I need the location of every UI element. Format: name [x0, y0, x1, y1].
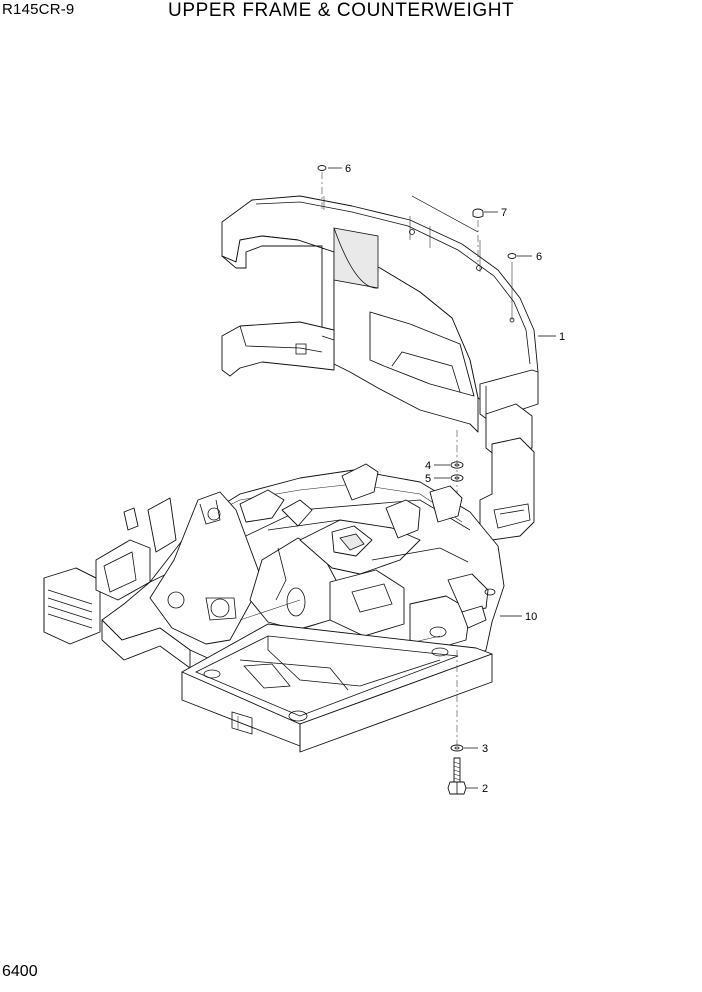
page-title: UPPER FRAME & COUNTERWEIGHT [168, 0, 515, 21]
callout-label: 7 [501, 207, 507, 219]
callout-6-right: 6 [517, 251, 542, 263]
model-code: R145CR-9 [2, 1, 75, 18]
callout-2: 2 [466, 783, 488, 795]
page-number: 6400 [2, 963, 38, 980]
callout-3: 3 [464, 743, 488, 755]
callout-label: 5 [425, 473, 431, 485]
callout-label: 10 [525, 611, 537, 623]
callout-label: 3 [482, 743, 488, 755]
front-weight-block [181, 623, 493, 753]
callout-label: 4 [425, 460, 431, 472]
callout-5: 5 [425, 473, 450, 485]
washer-part-3 [450, 744, 464, 752]
callout-label: 2 [482, 783, 488, 795]
callout-label: 1 [559, 331, 565, 343]
plug-part-6-left [317, 165, 327, 210]
counterweight [221, 195, 539, 541]
callout-4: 4 [425, 460, 450, 472]
bolt-part-2 [447, 757, 467, 795]
callout-10: 10 [500, 611, 537, 623]
callout-1: 1 [538, 331, 565, 343]
callout-label: 6 [345, 163, 351, 175]
callout-label: 6 [536, 251, 542, 263]
plug-part-6-right [507, 253, 517, 259]
callout-7: 7 [484, 207, 507, 219]
cap-part-7 [472, 208, 484, 266]
callout-6-top: 6 [328, 163, 351, 175]
